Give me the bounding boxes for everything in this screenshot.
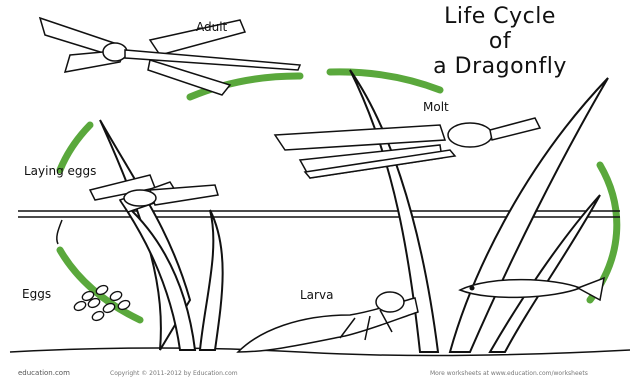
laying-eggs-drawing	[57, 175, 218, 244]
diagram-title: Life Cycle of a Dragonfly	[382, 4, 618, 79]
stage-label-adult: Adult	[196, 20, 227, 34]
stage-label-molt: Molt	[423, 100, 449, 114]
title-line-2: of	[382, 29, 618, 54]
copyright-text: Copyright © 2011-2012 by Education.com	[110, 370, 238, 377]
stage-label-eggs: Eggs	[22, 287, 51, 301]
title-line-1: Life Cycle	[382, 4, 618, 29]
stage-label-larva: Larva	[300, 288, 333, 302]
page-footer: education.com Copyright © 2011-2012 by E…	[0, 364, 636, 381]
more-worksheets-link[interactable]: More worksheets at www.education.com/wor…	[430, 370, 588, 377]
title-line-3: a Dragonfly	[382, 54, 618, 79]
pond-bottom	[10, 348, 630, 356]
education-logo: education.com	[18, 369, 70, 377]
eggs-drawing	[73, 284, 131, 322]
adult-dragonfly-drawing	[40, 18, 300, 95]
stage-label-laying-eggs: Laying eggs	[24, 164, 96, 178]
molt-dragonfly-drawing	[275, 118, 540, 178]
